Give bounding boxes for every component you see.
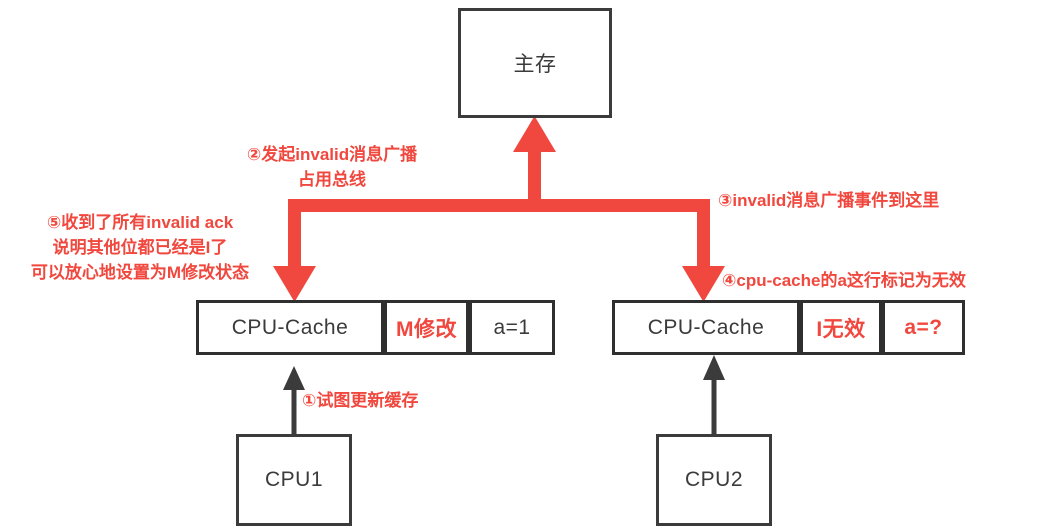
annotation-step-1: ①试图更新缓存 (302, 391, 419, 410)
cpu1-cache-value-cell: a=1 (469, 300, 555, 355)
cpu2-cache-row: CPU-Cache I无效 a=? (612, 300, 965, 355)
cpu1-box: CPU1 (236, 434, 352, 526)
cpu2-cache-name: CPU-Cache (647, 315, 765, 339)
arrow-down-left-cache (273, 266, 316, 302)
cpu2-label: CPU2 (684, 468, 744, 491)
cpu1-arrow-head (283, 366, 305, 390)
cpu1-cache-name-cell: CPU-Cache (196, 300, 384, 355)
cpu2-cache-state-cell: I无效 (800, 300, 882, 355)
main-memory-label: 主存 (513, 53, 557, 76)
annotation-step-3: ③invalid消息广播事件到这里 (718, 191, 940, 210)
bus-horizontal-line (288, 199, 710, 212)
annotation-step-5: ⑤收到了所有invalid ack 说明其他位都已经是I了 可以放心地设置为M修… (30, 213, 250, 282)
arrow-up-to-memory (513, 116, 556, 152)
annotation-step-4: ④cpu-cache的a这行标记为无效 (722, 271, 966, 290)
cpu2-box: CPU2 (656, 434, 772, 526)
cpu2-cache-value-cell: a=? (882, 300, 965, 355)
main-memory-box: 主存 (458, 8, 612, 118)
bus-right-down-stem (697, 199, 710, 274)
cpu2-cache-state: I无效 (816, 317, 866, 341)
cpu1-cache-state: M修改 (396, 317, 457, 341)
cpu2-arrow-head (703, 355, 725, 380)
arrow-down-right-cache (682, 266, 725, 302)
cpu2-cache-value: a=? (904, 315, 943, 339)
cpu1-cache-state-cell: M修改 (384, 300, 469, 355)
bus-vertical-stem (528, 140, 541, 206)
cpu2-cache-name-cell: CPU-Cache (612, 300, 800, 355)
cpu1-arrow-stem (291, 378, 297, 436)
cpu2-arrow-stem (711, 368, 717, 436)
cpu1-label: CPU1 (264, 468, 324, 491)
cpu1-cache-row: CPU-Cache M修改 a=1 (196, 300, 555, 355)
bus-left-down-stem (288, 199, 301, 274)
cpu1-cache-value: a=1 (493, 315, 531, 339)
cpu1-cache-name: CPU-Cache (231, 315, 349, 339)
annotation-step-2: ②发起invalid消息广播 占用总线 (246, 145, 418, 189)
